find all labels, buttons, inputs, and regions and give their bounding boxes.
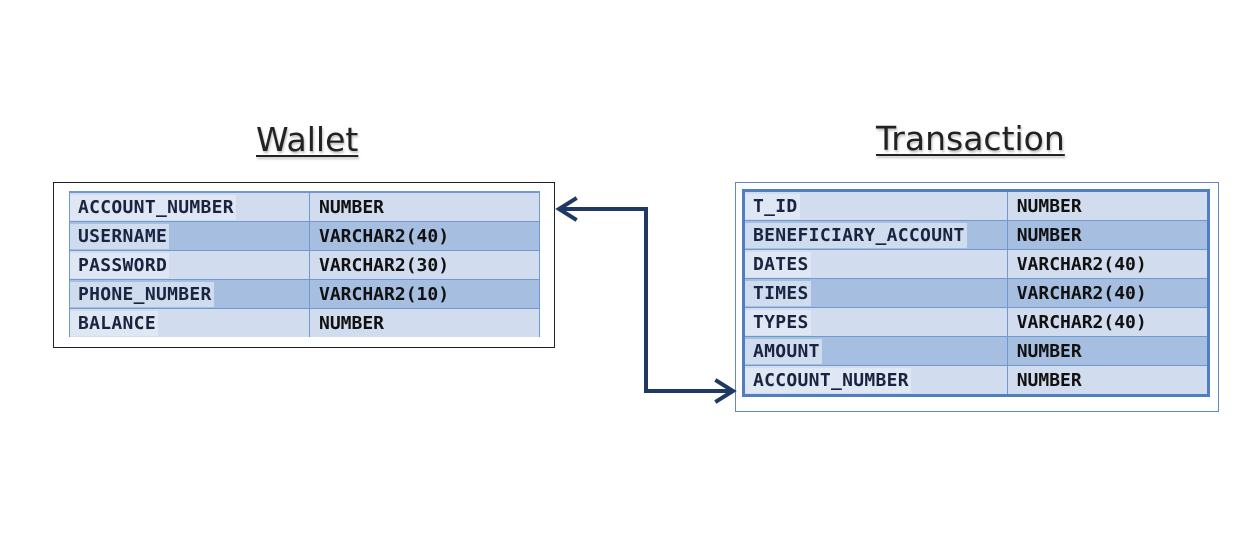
column-name: T_ID bbox=[745, 193, 800, 219]
column-type-cell: NUMBER bbox=[1006, 365, 1210, 396]
transaction-entity: T_ID NUMBER BENEFICIARY_ACCOUNT NUMBER D… bbox=[735, 182, 1219, 412]
transaction-table-title: Transaction bbox=[876, 119, 1065, 158]
table-row: PHONE_NUMBER VARCHAR2(10) bbox=[69, 279, 540, 309]
connector-line bbox=[562, 207, 732, 393]
column-type-cell: VARCHAR2(40) bbox=[1006, 307, 1210, 337]
column-name: TIMES bbox=[745, 280, 811, 306]
column-name-cell: DATES bbox=[743, 249, 1008, 279]
column-name-cell: TIMES bbox=[743, 278, 1008, 308]
column-name: ACCOUNT_NUMBER bbox=[70, 194, 236, 220]
arrowhead-right-icon bbox=[714, 378, 737, 404]
column-name-cell: ACCOUNT_NUMBER bbox=[743, 365, 1008, 396]
column-type: VARCHAR2(10) bbox=[319, 283, 450, 305]
column-type-cell: VARCHAR2(40) bbox=[1006, 278, 1210, 308]
table-row: BALANCE NUMBER bbox=[69, 308, 540, 337]
column-name: ACCOUNT_NUMBER bbox=[745, 367, 911, 393]
wallet-entity: ACCOUNT_NUMBER NUMBER USERNAME VARCHAR2(… bbox=[53, 182, 555, 348]
column-type: NUMBER bbox=[319, 196, 385, 218]
column-type: NUMBER bbox=[1016, 369, 1082, 391]
table-row: TIMES VARCHAR2(40) bbox=[743, 278, 1210, 308]
column-type-cell: NUMBER bbox=[309, 308, 540, 337]
column-type: NUMBER bbox=[1016, 195, 1082, 217]
column-name: TYPES bbox=[745, 309, 811, 335]
table-row: ACCOUNT_NUMBER NUMBER bbox=[69, 191, 540, 222]
column-name: BENEFICIARY_ACCOUNT bbox=[745, 222, 967, 248]
wallet-columns-table: ACCOUNT_NUMBER NUMBER USERNAME VARCHAR2(… bbox=[69, 191, 540, 337]
column-type-cell: VARCHAR2(40) bbox=[309, 221, 540, 251]
column-type: NUMBER bbox=[319, 312, 385, 334]
table-row: BENEFICIARY_ACCOUNT NUMBER bbox=[743, 220, 1210, 250]
table-row: T_ID NUMBER bbox=[743, 190, 1210, 221]
table-row: DATES VARCHAR2(40) bbox=[743, 249, 1210, 279]
column-name-cell: T_ID bbox=[743, 190, 1008, 221]
table-row: USERNAME VARCHAR2(40) bbox=[69, 221, 540, 251]
table-row: AMOUNT NUMBER bbox=[743, 336, 1210, 366]
column-type: NUMBER bbox=[1016, 340, 1082, 362]
column-name: PHONE_NUMBER bbox=[70, 281, 214, 307]
column-type: VARCHAR2(30) bbox=[319, 254, 450, 276]
column-name-cell: TYPES bbox=[743, 307, 1008, 337]
table-row: ACCOUNT_NUMBER NUMBER bbox=[743, 365, 1210, 396]
column-type-cell: VARCHAR2(10) bbox=[309, 279, 540, 309]
column-name-cell: BENEFICIARY_ACCOUNT bbox=[743, 220, 1008, 250]
table-row: TYPES VARCHAR2(40) bbox=[743, 307, 1210, 337]
column-name-cell: PHONE_NUMBER bbox=[69, 279, 310, 309]
column-name-cell: AMOUNT bbox=[743, 336, 1008, 366]
column-type: VARCHAR2(40) bbox=[1016, 253, 1147, 275]
column-name-cell: USERNAME bbox=[69, 221, 310, 251]
column-type: VARCHAR2(40) bbox=[1016, 282, 1147, 304]
column-name: USERNAME bbox=[70, 223, 170, 249]
column-name: BALANCE bbox=[70, 310, 158, 336]
column-name: DATES bbox=[745, 251, 811, 277]
transaction-columns-table: T_ID NUMBER BENEFICIARY_ACCOUNT NUMBER D… bbox=[742, 189, 1210, 397]
column-type-cell: NUMBER bbox=[1006, 336, 1210, 366]
column-type-cell: NUMBER bbox=[1006, 220, 1210, 250]
column-name-cell: ACCOUNT_NUMBER bbox=[69, 191, 310, 222]
column-type-cell: VARCHAR2(40) bbox=[1006, 249, 1210, 279]
column-name: PASSWORD bbox=[70, 252, 170, 278]
column-type-cell: NUMBER bbox=[1006, 190, 1210, 221]
wallet-table-title: Wallet bbox=[256, 120, 359, 159]
column-name: AMOUNT bbox=[745, 338, 822, 364]
column-type: VARCHAR2(40) bbox=[1016, 311, 1147, 333]
column-name-cell: BALANCE bbox=[69, 308, 310, 337]
arrowhead-left-icon bbox=[555, 196, 578, 222]
column-type: VARCHAR2(40) bbox=[319, 225, 450, 247]
column-type: NUMBER bbox=[1016, 224, 1082, 246]
